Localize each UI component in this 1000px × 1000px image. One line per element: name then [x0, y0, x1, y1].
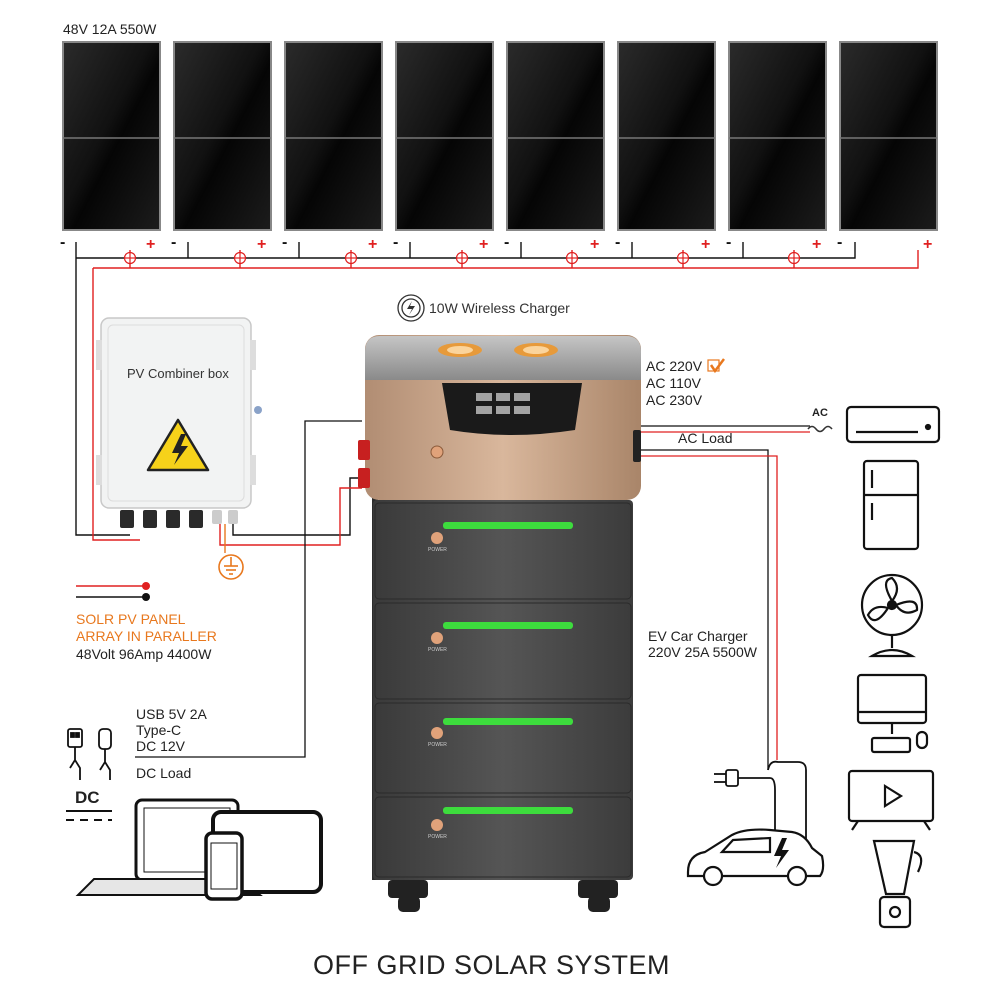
- ac-output-wiring: [641, 425, 810, 770]
- solar-panel: [506, 41, 605, 231]
- dc-symbol-icon: [66, 810, 112, 821]
- svg-text:+: +: [590, 236, 599, 253]
- solar-panel: [173, 41, 272, 231]
- energy-storage-cabinet: [358, 335, 641, 912]
- combiner-terminals: [120, 510, 238, 528]
- power-label: POWER: [428, 834, 447, 840]
- ev-charger-spec: 220V 25A 5500W: [648, 644, 757, 660]
- panel-wiring: [75, 242, 919, 541]
- svg-text:-: -: [615, 234, 620, 251]
- svg-text:+: +: [368, 236, 377, 253]
- svg-text:-: -: [837, 234, 842, 251]
- battery-module: [374, 602, 632, 700]
- solar-panel: [617, 41, 716, 231]
- svg-text:+: +: [701, 236, 710, 253]
- cabinet-wheels: [388, 880, 618, 912]
- array-spec-label: 48Volt 96Amp 4400W: [76, 646, 212, 662]
- usb-cable-icon: [67, 728, 83, 780]
- smartphone-icon: [204, 831, 244, 901]
- solar-panel: [284, 41, 383, 231]
- high-voltage-warning-icon: [146, 418, 210, 472]
- ac-load-label: AC Load: [678, 430, 733, 446]
- svg-text:-: -: [282, 234, 287, 251]
- ev-charger-title: EV Car Charger: [648, 628, 748, 644]
- electric-car-icon: [686, 828, 825, 887]
- ground-icon: [218, 554, 244, 580]
- computer-monitor-icon: [856, 673, 929, 754]
- svg-text:-: -: [171, 234, 176, 251]
- dc-output-usb: USB 5V 2A: [136, 706, 207, 722]
- solar-panel: [62, 41, 161, 231]
- inverter-power-button[interactable]: [430, 445, 444, 459]
- ac-option-230: AC 230V: [646, 392, 703, 408]
- television-icon: [847, 769, 935, 831]
- solar-panel: [839, 41, 938, 231]
- power-label: POWER: [428, 547, 447, 553]
- svg-text:-: -: [393, 234, 398, 251]
- combiner-box-label: PV Combiner box: [127, 366, 229, 381]
- dc-load-label: DC Load: [136, 765, 192, 781]
- combiner-output-wiring: [219, 477, 362, 553]
- svg-text:+: +: [479, 236, 488, 253]
- ac-option-110: AC 110V: [646, 375, 701, 391]
- fan-icon: [860, 573, 924, 658]
- battery-module: [374, 502, 632, 600]
- svg-text:-: -: [504, 234, 509, 251]
- wireless-charger-icon: [397, 294, 425, 322]
- panel-spec-label: 48V 12A 550W: [63, 21, 157, 37]
- array-label-line1: SOLR PV PANEL: [76, 611, 186, 627]
- svg-text:-: -: [726, 234, 731, 251]
- ev-plug-icon: [714, 760, 807, 840]
- svg-text:+: +: [257, 236, 266, 253]
- solar-panel: [728, 41, 827, 231]
- ac-symbol-icon: [807, 425, 833, 433]
- check-icon: [709, 358, 725, 374]
- usb-c-cable-icon: [98, 728, 112, 780]
- svg-text:+: +: [812, 236, 821, 253]
- power-label: POWER: [428, 647, 447, 653]
- blender-icon: [872, 839, 923, 929]
- wire-legend: [76, 582, 150, 601]
- dc-output-typec: Type-C: [136, 722, 182, 738]
- svg-text:+: +: [923, 236, 932, 253]
- solar-panel: [395, 41, 494, 231]
- array-label-line2: ARRAY IN PARALLER: [76, 628, 217, 644]
- ac-badge: AC: [812, 407, 828, 419]
- dc-output-12v: DC 12V: [136, 738, 186, 754]
- inverter-display: [442, 383, 582, 435]
- ac-option-220: AC 220V: [646, 358, 703, 374]
- air-conditioner-icon: [845, 405, 941, 444]
- diagram-title: OFF GRID SOLAR SYSTEM: [313, 950, 671, 980]
- svg-text:-: -: [60, 234, 65, 251]
- svg-text:+: +: [146, 236, 155, 253]
- pv-combiner-box: [96, 317, 262, 528]
- wireless-charging-pads: [438, 343, 558, 357]
- battery-module: [374, 796, 632, 878]
- wireless-charger-label: 10W Wireless Charger: [429, 300, 570, 316]
- battery-module: [374, 702, 632, 794]
- dc-badge: DC: [75, 788, 100, 807]
- polarity-marks: -+ -+ -+ -+ -+ -+ -+ -+: [60, 234, 932, 253]
- power-label: POWER: [428, 742, 447, 748]
- solar-panel-array: [62, 41, 938, 231]
- refrigerator-icon: [862, 459, 920, 551]
- dc-load-wiring: [135, 420, 362, 758]
